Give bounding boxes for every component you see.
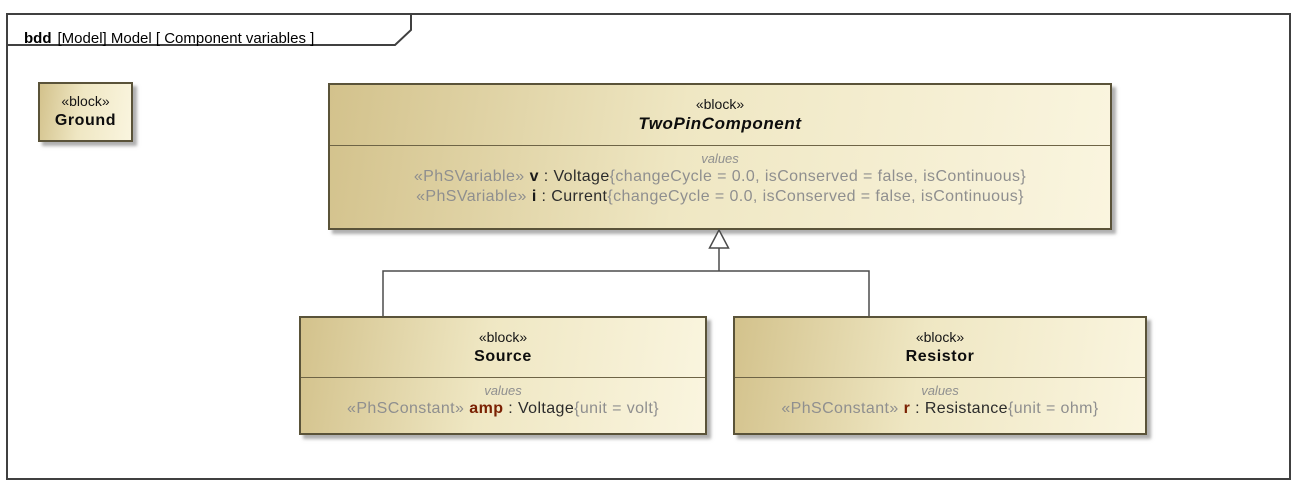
property-separator: :	[503, 400, 518, 417]
property-type: Current	[551, 187, 608, 205]
property-name: r	[903, 400, 911, 417]
property-stereotype: «PhSVariable»	[416, 187, 527, 205]
property-name: i	[531, 187, 537, 205]
resistor-name: Resistor	[905, 347, 975, 365]
frame-title-tab: bdd [Model] Model [ Component variables ]	[6, 13, 412, 47]
twopin-name: TwoPinComponent	[638, 114, 802, 133]
values-compartment-label: values	[484, 383, 522, 398]
frame-tab-shape	[6, 13, 412, 46]
diagram-title: bdd [Model] Model [ Component variables ]	[24, 30, 404, 54]
twopin-name-compartment: «block» TwoPinComponent	[330, 85, 1110, 145]
resistor-values-compartment: values «PhSConstant»r : Resistance{unit …	[735, 377, 1145, 433]
property-separator: :	[910, 400, 925, 417]
property-constraint: {unit = volt}	[574, 400, 659, 417]
property-type: Voltage	[517, 400, 575, 417]
property-line[interactable]: «PhSConstant»r : Resistance{unit = ohm}	[735, 399, 1145, 419]
block-twopincomponent[interactable]: «block» TwoPinComponent values «PhSVaria…	[328, 83, 1112, 230]
source-stereotype: «block»	[478, 328, 528, 345]
property-name: amp	[469, 400, 504, 417]
property-line[interactable]: «PhSVariable»i : Current{changeCycle = 0…	[330, 187, 1110, 207]
generalization-tree-line[interactable]	[382, 270, 870, 316]
values-compartment-label: values	[921, 383, 959, 398]
property-constraint: {unit = ohm}	[1007, 400, 1099, 417]
ground-name: Ground	[54, 112, 117, 129]
twopin-stereotype: «block»	[695, 96, 745, 112]
property-stereotype: «PhSConstant»	[347, 400, 465, 417]
property-name: v	[529, 168, 539, 185]
resistor-stereotype: «block»	[915, 328, 965, 345]
property-stereotype: «PhSVariable»	[413, 168, 525, 185]
source-name: Source	[474, 347, 532, 365]
property-separator: :	[536, 187, 552, 205]
block-ground[interactable]: «block» Ground	[38, 82, 133, 142]
property-constraint: {changeCycle = 0.0, isConserved = false,…	[607, 187, 1024, 205]
property-type: Resistance	[924, 400, 1008, 417]
twopin-values-compartment: values «PhSVariable»v : Voltage{changeCy…	[330, 145, 1110, 228]
property-stereotype: «PhSConstant»	[781, 400, 899, 417]
property-constraint: {changeCycle = 0.0, isConserved = false,…	[609, 168, 1027, 185]
property-type: Voltage	[553, 168, 610, 185]
ground-name-compartment: «block» Ground	[40, 84, 131, 140]
block-source[interactable]: «block» Source values «PhSConstant»amp :…	[299, 316, 707, 435]
property-line[interactable]: «PhSConstant»amp : Voltage{unit = volt}	[301, 399, 705, 419]
source-name-compartment: «block» Source	[301, 318, 705, 377]
resistor-name-compartment: «block» Resistor	[735, 318, 1145, 377]
source-values-compartment: values «PhSConstant»amp : Voltage{unit =…	[301, 377, 705, 433]
block-resistor[interactable]: «block» Resistor values «PhSConstant»r :…	[733, 316, 1147, 435]
diagram-title-text: [Model] Model [ Component variables ]	[57, 30, 315, 47]
property-separator: :	[538, 168, 554, 185]
ground-stereotype: «block»	[61, 93, 110, 109]
diagram-kind-keyword: bdd	[24, 30, 52, 47]
values-compartment-label: values	[701, 151, 739, 166]
property-line[interactable]: «PhSVariable»v : Voltage{changeCycle = 0…	[330, 167, 1110, 187]
